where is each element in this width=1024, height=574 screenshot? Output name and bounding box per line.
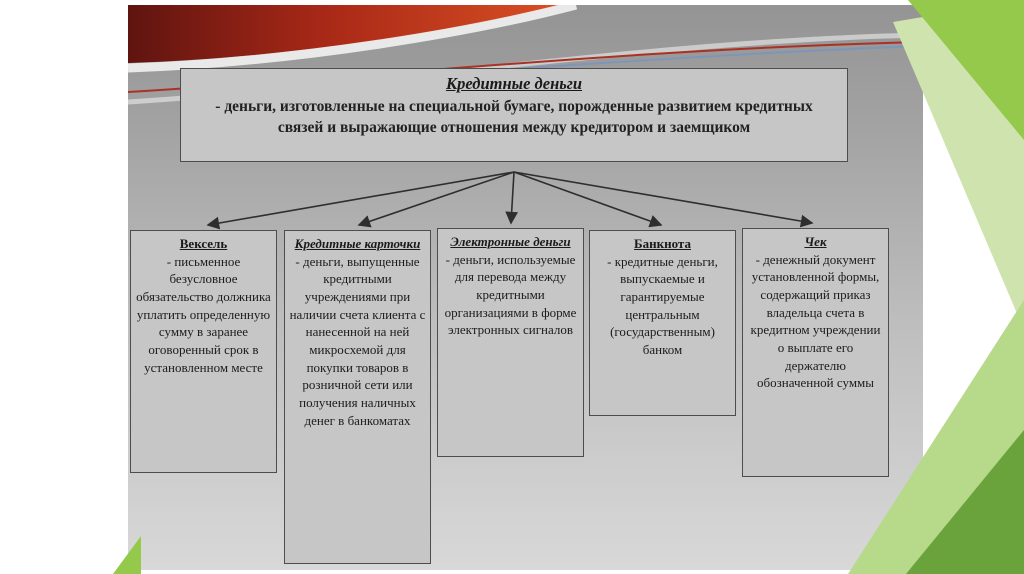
branch-title: Чек (804, 234, 827, 249)
branch-text: - денежный документ установленной формы,… (750, 251, 881, 391)
branch-box-banknote: Банкнота - кредитные деньги, выпускаемые… (589, 230, 736, 416)
branch-title: Электронные деньги (450, 234, 571, 249)
branch-text: - письменное безусловное обязательство д… (136, 253, 271, 375)
branch-title: Банкнота (634, 236, 691, 251)
branch-box-electronic-money: Электронные деньги - деньги, используемы… (437, 228, 584, 457)
branch-box-bill: Вексель - письменное безусловное обязате… (130, 230, 277, 473)
definition-box: Кредитные деньги - деньги, изготовленные… (180, 68, 848, 162)
branch-text: - кредитные деньги, выпускаемые и гарант… (607, 253, 718, 358)
branch-box-credit-cards: Кредитные карточки - деньги, выпущенные … (284, 230, 431, 564)
branch-text: - деньги, используемые для перевода межд… (444, 251, 577, 338)
slide-canvas: Кредитные деньги - деньги, изготовленные… (128, 5, 923, 570)
definition-box-title: Кредитные деньги (445, 74, 583, 93)
branch-title: Кредитные карточки (294, 236, 421, 251)
branch-text: - деньги, выпущенные кредитными учрежден… (289, 253, 426, 428)
branch-box-cheque: Чек - денежный документ установленной фо… (742, 228, 889, 477)
definition-box-text: - деньги, изготовленные на специальной б… (215, 98, 813, 137)
branch-title: Вексель (179, 236, 228, 251)
